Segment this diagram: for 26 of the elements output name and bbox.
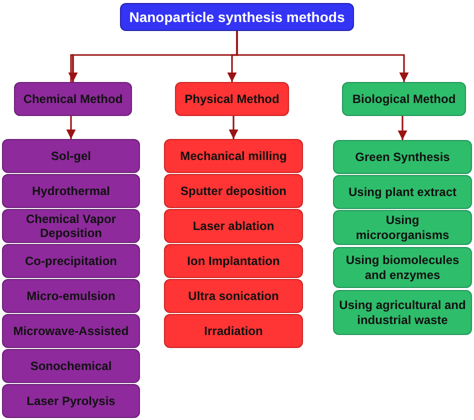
category-box: Chemical Method: [14, 82, 132, 116]
method-box: Co-precipitation: [2, 244, 140, 278]
method-box: Irradiation: [164, 314, 303, 348]
method-box: Microwave-Assisted: [2, 314, 140, 348]
method-box: Ultra sonication: [164, 279, 303, 313]
arrow: [236, 31, 409, 82]
method-box: Using plant extract: [333, 175, 472, 209]
method-box: Sol-gel: [2, 139, 140, 173]
method-box: Laser ablation: [164, 209, 303, 243]
method-box: Chemical Vapor Deposition: [2, 209, 140, 243]
method-box: Laser Pyrolysis: [2, 384, 140, 418]
title-box: Nanoparticle synthesis methods: [120, 3, 354, 31]
category-box: Biological Method: [342, 82, 466, 116]
method-box: Micro-emulsion: [2, 279, 140, 313]
method-box: Sonochemical: [2, 349, 140, 383]
method-box: Green Synthesis: [333, 140, 472, 174]
arrow: [398, 116, 408, 140]
method-box: Using biomolecules and enzymes: [333, 247, 472, 288]
category-box: Physical Method: [175, 82, 289, 116]
method-box: Mechanical milling: [164, 139, 303, 173]
method-box: Ion Implantation: [164, 244, 303, 278]
method-box: Sputter deposition: [164, 174, 303, 208]
method-box: Using agricultural and industrial waste: [333, 290, 472, 335]
arrow: [228, 116, 238, 139]
method-box: Hydrothermal: [2, 174, 140, 208]
method-box: Using microorganisms: [333, 210, 472, 245]
